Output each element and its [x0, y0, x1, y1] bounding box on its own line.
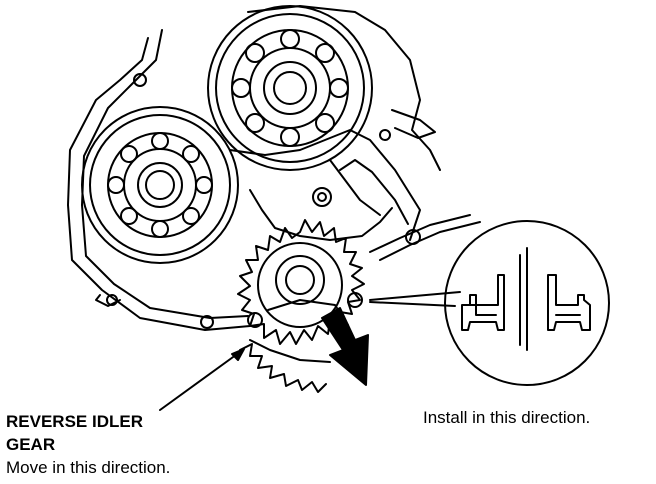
detail-left-slot	[461, 274, 505, 331]
move-direction-label: Move in this direction.	[6, 458, 171, 477]
move-direction-arrow	[321, 307, 369, 386]
install-direction-label: Install in this direction.	[423, 408, 591, 427]
left-bearing	[81, 106, 239, 264]
right-bearing-balls	[231, 29, 349, 147]
bolt-holes	[106, 73, 421, 329]
idler-gear-shifted-teeth	[239, 339, 331, 393]
left-bearing-balls	[107, 132, 213, 238]
right-bearing	[207, 5, 373, 171]
reverse-idler-gear-label: REVERSE IDLER GEAR	[6, 410, 143, 456]
gear-label-line2: GEAR	[6, 435, 56, 454]
gear-label-line1: REVERSE IDLER	[6, 412, 143, 431]
gear-leader-line	[159, 348, 245, 411]
detail-leader-line-2	[369, 301, 456, 307]
detail-circle	[444, 220, 610, 386]
detail-right-slot	[547, 274, 591, 331]
